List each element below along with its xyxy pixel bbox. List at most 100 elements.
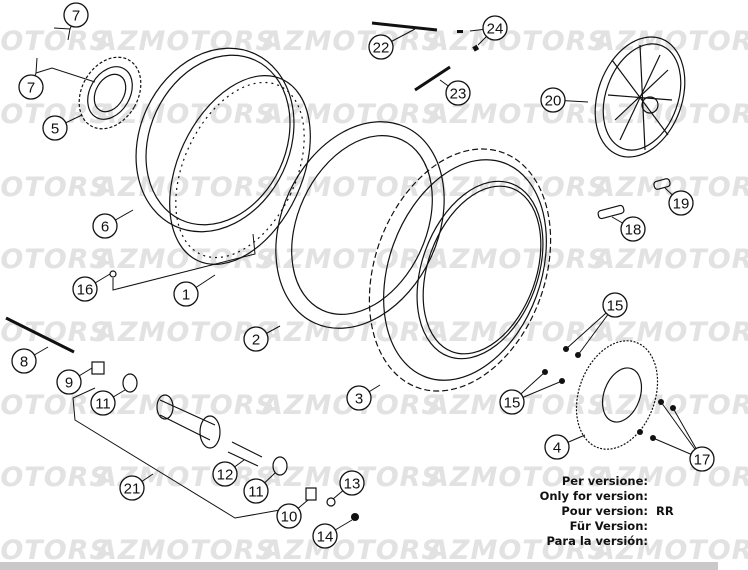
version-label: Para la versión: xyxy=(546,534,648,548)
version-label: Per versione: xyxy=(561,474,648,488)
watermark-text: AZMOTORS xyxy=(0,244,110,275)
watermark-text: AZMOTORS xyxy=(592,535,748,566)
svg-text:11: 11 xyxy=(95,396,111,413)
callout-4: 4 xyxy=(544,434,570,460)
svg-text:18: 18 xyxy=(625,222,642,239)
svg-text:24: 24 xyxy=(487,21,504,38)
callout-7a: 7 xyxy=(63,2,89,28)
callout-1: 1 xyxy=(173,281,199,307)
callout-9: 9 xyxy=(56,369,82,395)
callout-11a: 11 xyxy=(90,390,116,416)
callout-16: 16 xyxy=(72,276,98,302)
valve-part xyxy=(457,30,463,33)
callout-10: 10 xyxy=(276,503,302,529)
callout-8: 8 xyxy=(11,348,37,374)
svg-text:8: 8 xyxy=(20,354,28,371)
watermark-layer: AZMOTORSAZMOTORSAZMOTORSAZMOTORSAZMOTORS… xyxy=(0,26,748,566)
watermark-text: AZMOTORS xyxy=(260,535,442,566)
svg-text:12: 12 xyxy=(217,467,234,484)
spacer-part xyxy=(91,361,105,375)
watermark-text: AZMOTORS xyxy=(94,172,276,203)
callout-15b: 15 xyxy=(499,389,525,415)
leader-lines xyxy=(23,14,703,537)
callout-24: 24 xyxy=(482,15,508,41)
watermark-text: AZMOTORS xyxy=(426,26,608,57)
svg-text:15: 15 xyxy=(504,395,521,412)
version-row: Pour version: RR xyxy=(540,504,686,519)
callout-15a: 15 xyxy=(602,292,628,318)
callout-17: 17 xyxy=(689,446,715,472)
svg-text:7: 7 xyxy=(72,8,80,25)
chain-clip-part xyxy=(653,178,671,190)
spoke-nipple-part xyxy=(414,65,451,92)
brake-disc-part xyxy=(78,56,142,130)
watermark-text: AZMOTORS xyxy=(0,535,110,566)
rear-sprocket-part xyxy=(575,340,659,450)
svg-text:3: 3 xyxy=(355,391,363,408)
tire-part xyxy=(368,148,552,392)
svg-text:11: 11 xyxy=(248,484,264,501)
callout-11b: 11 xyxy=(243,478,269,504)
watermark-text: AZMOTORS xyxy=(592,99,748,130)
watermark-text: AZMOTORS xyxy=(426,535,608,566)
watermark-text: AZMOTORS xyxy=(592,26,748,57)
callout-13: 13 xyxy=(339,470,365,496)
watermark-text: AZMOTORS xyxy=(94,244,276,275)
svg-text:6: 6 xyxy=(101,219,109,236)
svg-text:5: 5 xyxy=(51,121,59,138)
watermark-text: AZMOTORS xyxy=(94,26,276,57)
callout-2: 2 xyxy=(243,326,269,352)
watermark-text: AZMOTORS xyxy=(94,390,276,421)
callout-19: 19 xyxy=(668,190,694,216)
watermark-text: AZMOTORS xyxy=(260,172,442,203)
watermark-text: AZMOTORS xyxy=(592,317,748,348)
complete-wheel-part xyxy=(594,36,686,158)
version-value: RR xyxy=(656,504,674,518)
watermark-text: AZMOTORS xyxy=(592,244,748,275)
svg-text:23: 23 xyxy=(450,86,467,103)
watermark-text: AZMOTORS xyxy=(426,244,608,275)
watermark-text: AZMOTORS xyxy=(592,390,748,421)
svg-text:9: 9 xyxy=(65,375,73,392)
watermark-text: AZMOTORS xyxy=(260,26,442,57)
footer-bar xyxy=(0,562,718,570)
svg-text:21: 21 xyxy=(124,481,141,498)
hub-part xyxy=(159,399,216,441)
callout-22: 22 xyxy=(368,34,394,60)
callout-18: 18 xyxy=(620,216,646,242)
watermark-text: AZMOTORS xyxy=(592,462,748,493)
rim-tape-part xyxy=(135,47,295,233)
svg-text:15: 15 xyxy=(607,298,624,315)
distance-tube-part xyxy=(227,441,263,467)
watermark-text: AZMOTORS xyxy=(94,99,276,130)
callout-6: 6 xyxy=(92,213,118,239)
callout-layer: 1234567789101111121314151516171819202122… xyxy=(11,2,715,549)
watermark-text: AZMOTORS xyxy=(260,317,442,348)
svg-text:19: 19 xyxy=(673,196,690,213)
watermark-text: AZMOTORS xyxy=(0,26,110,57)
watermark-text: AZMOTORS xyxy=(0,172,110,203)
callout-23: 23 xyxy=(445,80,471,106)
version-box: Per versione: Only for version: Pour ver… xyxy=(540,474,686,549)
version-row: Für Version: xyxy=(540,519,686,534)
callout-7b: 7 xyxy=(18,74,44,100)
watermark-text: AZMOTORS xyxy=(426,172,608,203)
svg-text:22: 22 xyxy=(373,40,390,57)
spoke-part xyxy=(371,21,438,32)
inner-tube-part xyxy=(275,121,445,329)
axle-part xyxy=(5,316,75,354)
svg-text:16: 16 xyxy=(77,282,94,299)
version-label: Pour version: xyxy=(561,504,648,518)
svg-text:20: 20 xyxy=(545,93,562,110)
version-row: Para la versión: xyxy=(540,534,686,549)
chain-link-part xyxy=(597,204,625,220)
watermark-text: AZMOTORS xyxy=(0,462,110,493)
rim-part xyxy=(169,75,311,265)
callout-3: 3 xyxy=(346,385,372,411)
svg-text:7: 7 xyxy=(27,80,35,97)
version-row: Only for version: xyxy=(540,489,686,504)
svg-text:14: 14 xyxy=(317,529,334,546)
svg-text:17: 17 xyxy=(694,452,711,469)
watermark-text: AZMOTORS xyxy=(94,535,276,566)
svg-text:13: 13 xyxy=(344,476,361,493)
